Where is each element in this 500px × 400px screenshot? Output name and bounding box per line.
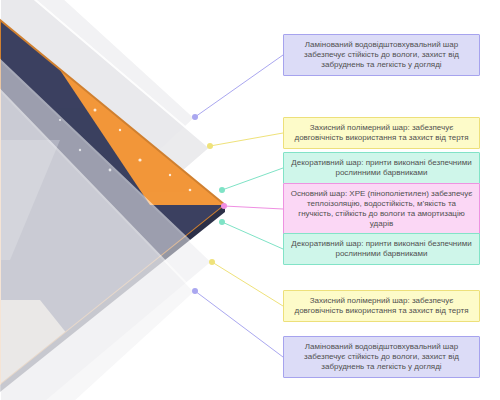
callout-text: Ламінований водовідштовхувальний шар заб… — [290, 40, 473, 70]
callout-box: Декоративний шар: принти виконані безпеч… — [283, 233, 480, 265]
callout-box: Декоративний шар: принти виконані безпеч… — [283, 152, 480, 184]
callout-text: Захисний полімерний шар: забезпечує довг… — [290, 123, 473, 143]
callout-text: Основний шар: XPE (пінополіетилен) забез… — [290, 189, 473, 229]
callout-text: Ламінований водовідштовхувальний шар заб… — [290, 342, 473, 372]
callout-text: Декоративний шар: принти виконані безпеч… — [290, 239, 473, 259]
callout-box: Захисний полімерний шар: забезпечує довг… — [283, 117, 480, 149]
callout-box: Ламінований водовідштовхувальний шар заб… — [283, 34, 480, 76]
callout-box: Захисний полімерний шар: забезпечує довг… — [283, 290, 480, 322]
callout-box: Основний шар: XPE (пінополіетилен) забез… — [283, 183, 480, 235]
leader-dots — [192, 114, 227, 294]
sheet-layer — [0, 90, 195, 400]
callout-text: Захисний полімерний шар: забезпечує довг… — [290, 296, 473, 316]
callout-box: Ламінований водовідштовхувальний шар заб… — [283, 336, 480, 378]
leader-lines — [195, 55, 283, 357]
callout-text: Декоративний шар: принти виконані безпеч… — [290, 158, 473, 178]
